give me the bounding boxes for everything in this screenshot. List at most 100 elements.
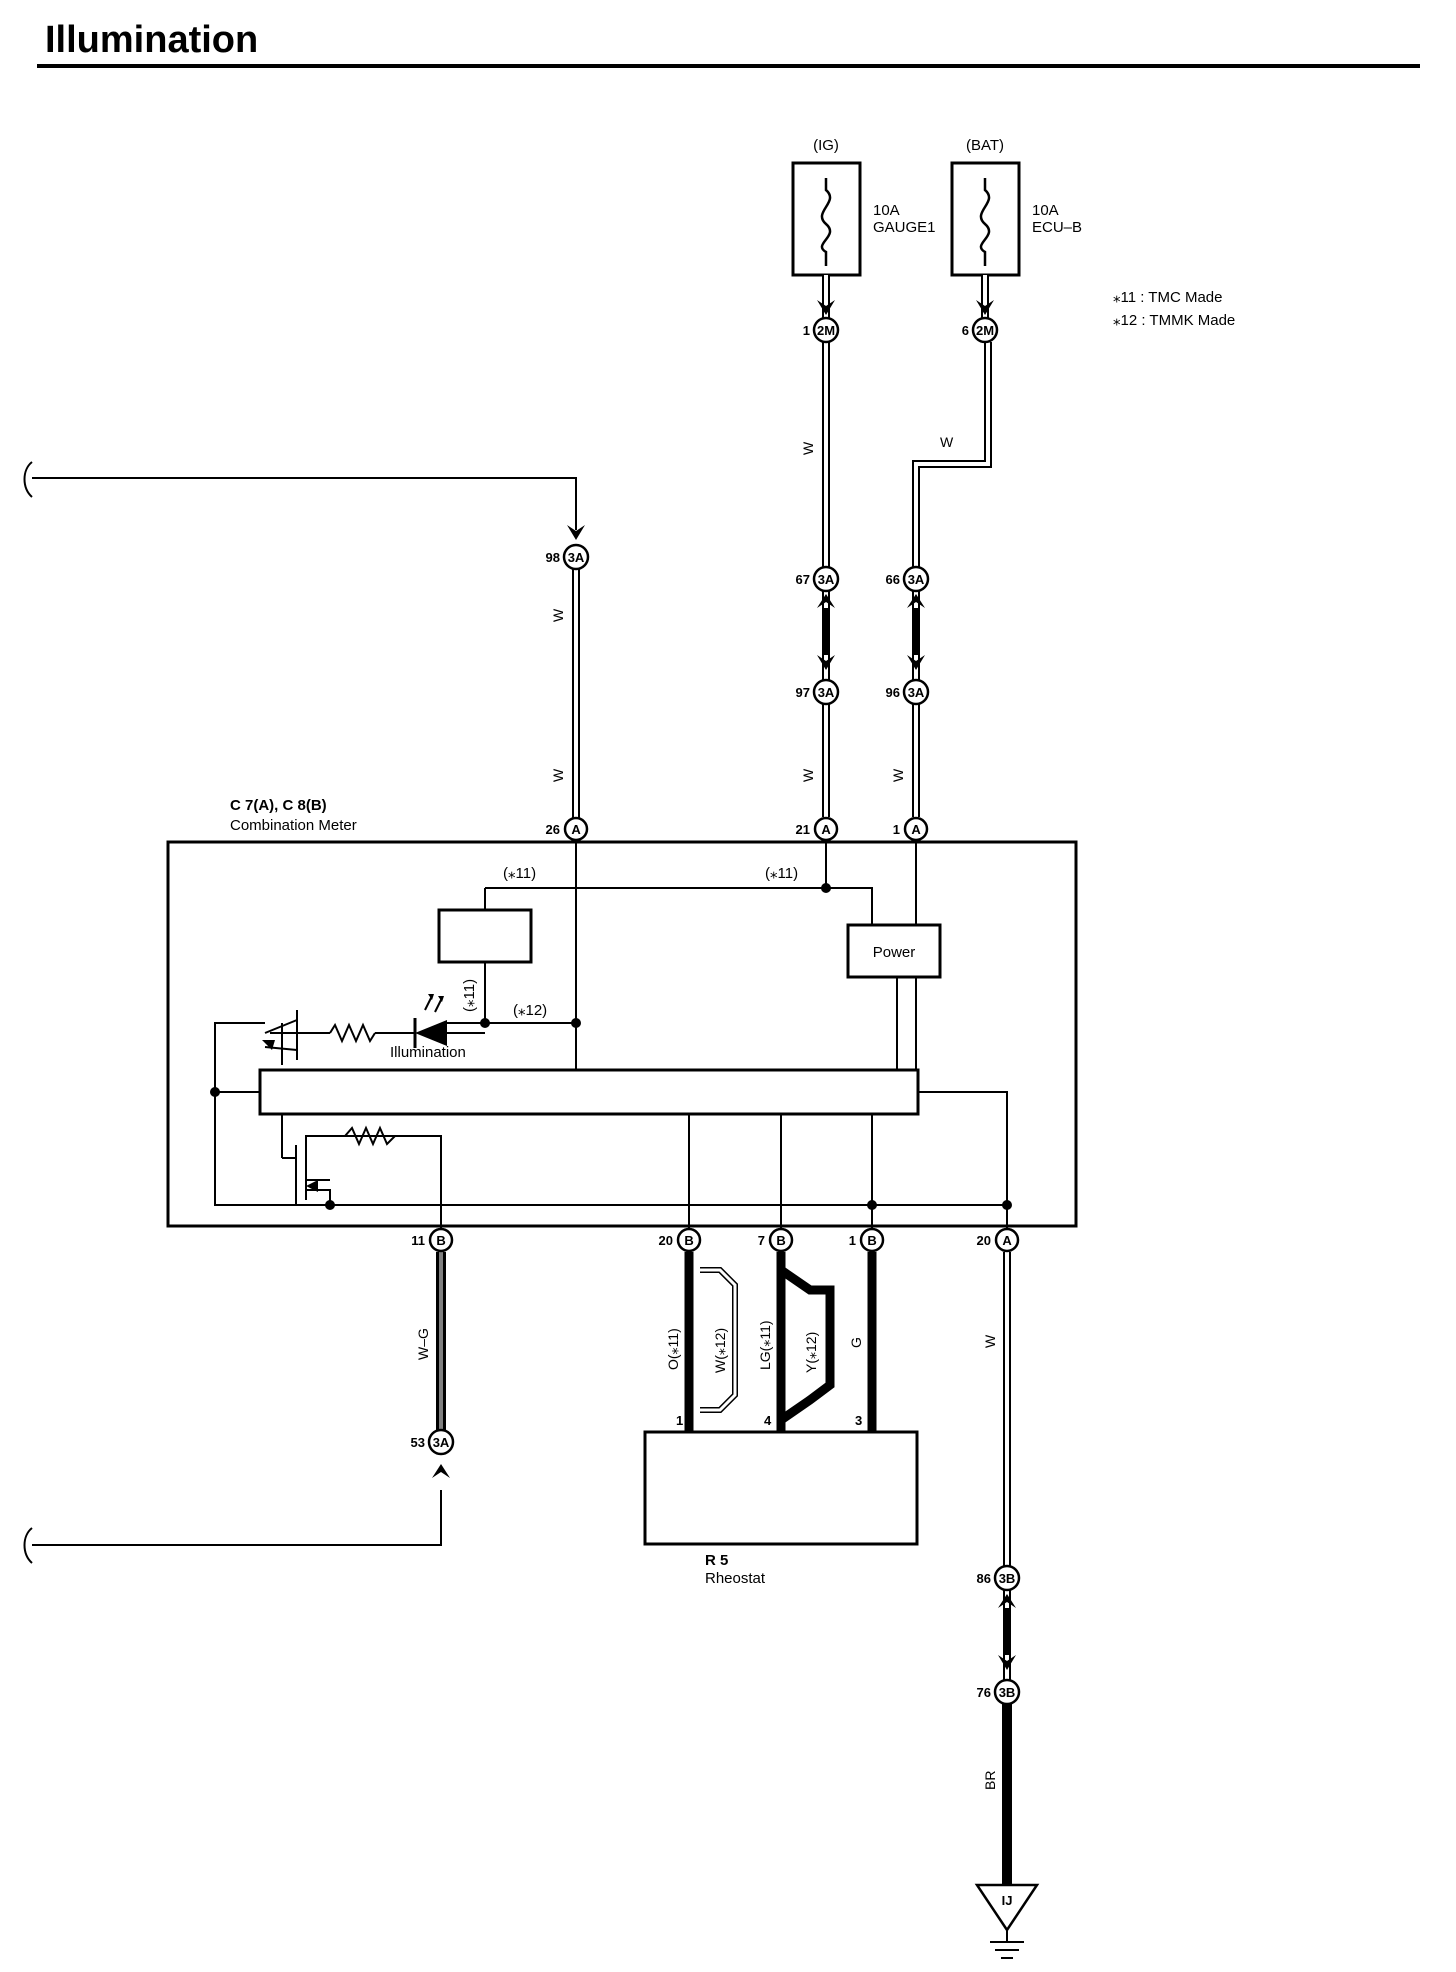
junction-dots: [210, 883, 1012, 1210]
fuse-ecu-b-source: (BAT): [966, 137, 1004, 154]
wire-label-4: W: [550, 768, 566, 782]
connector-c17: 3B 86: [977, 1564, 1021, 1592]
fuse-gauge1-element: [820, 178, 832, 266]
connector-c14: B 1: [849, 1227, 885, 1253]
resistor-1: [329, 1022, 376, 1044]
wire-label-7: W–G: [415, 1328, 431, 1360]
svg-text:A: A: [571, 822, 581, 837]
meter-controller-bar: [258, 1068, 920, 1116]
fuse-ecu-b-element: [979, 178, 991, 266]
wire-label-3: W: [550, 608, 566, 622]
connector-c5: 3A 66: [886, 565, 930, 593]
svg-text:76: 76: [977, 1685, 991, 1700]
fuse-ecu-b-amp: 10A: [1032, 202, 1059, 219]
meter-power-box: [846, 923, 942, 979]
svg-text:20: 20: [659, 1233, 673, 1248]
wires-thick: [684, 1252, 1012, 1895]
svg-text:26: 26: [546, 822, 560, 837]
svg-text:3B: 3B: [999, 1571, 1016, 1586]
svg-text:7: 7: [758, 1233, 765, 1248]
wire-label-8: O(⁎11): [665, 1328, 681, 1370]
ground-id: IJ: [1002, 1893, 1013, 1908]
connector-c18: 3B 76: [977, 1678, 1021, 1706]
svg-text:20: 20: [977, 1233, 991, 1248]
connectors: 2M 1 2M 6 3A 98 3A 67 3A 66 3A 97: [411, 316, 1021, 1706]
connector-c13: B 7: [758, 1227, 794, 1253]
svg-text:2M: 2M: [976, 323, 994, 338]
fuse-gauge1-source: (IG): [813, 137, 839, 154]
wire-label-13: W: [982, 1334, 998, 1348]
svg-text:1: 1: [803, 323, 810, 338]
meter-relay-box: [437, 908, 533, 964]
svg-text:A: A: [911, 822, 921, 837]
note-tmc: ⁎11 : TMC Made: [1113, 289, 1222, 306]
combination-meter: C 7(A), C 8(B) Combination Meter: [166, 797, 1078, 1240]
resistor-2: [344, 1125, 441, 1147]
fuse-gauge1: (IG) 10A GAUGE1: [791, 137, 936, 277]
connector-c9: A 21: [796, 816, 839, 842]
svg-text:97: 97: [796, 685, 810, 700]
meter-note-11-vertical: (⁎11): [461, 979, 478, 1012]
connector-c7: 3A 96: [886, 678, 930, 706]
svg-text:2M: 2M: [817, 323, 835, 338]
wire-label-6: W: [890, 768, 906, 782]
svg-text:3B: 3B: [999, 1685, 1016, 1700]
svg-text:53: 53: [411, 1435, 425, 1450]
ground-triangle: [974, 1883, 1040, 1933]
svg-text:1: 1: [893, 822, 900, 837]
wire-label-11: Y(⁎12): [803, 1332, 819, 1373]
connector-c11: B 11: [411, 1227, 454, 1253]
meter-power-label: Power: [873, 944, 916, 961]
svg-text:B: B: [436, 1233, 445, 1248]
svg-text:1: 1: [849, 1233, 856, 1248]
illumination-label: Illumination: [390, 1044, 466, 1061]
connector-c10: A 1: [893, 816, 929, 842]
svg-text:98: 98: [546, 550, 560, 565]
svg-text:3A: 3A: [818, 685, 835, 700]
wire-label-14: BR: [982, 1771, 998, 1790]
rheostat-pin-1: 1: [676, 1413, 683, 1428]
svg-text:6: 6: [962, 323, 969, 338]
connector-c6: 3A 97: [796, 678, 840, 706]
svg-text:66: 66: [886, 572, 900, 587]
meter-note-11-right: (⁎11): [765, 865, 798, 882]
svg-text:3A: 3A: [908, 685, 925, 700]
wire-label-5: W: [800, 768, 816, 782]
connector-c4: 3A 67: [796, 565, 840, 593]
rheostat-code: R 5: [705, 1552, 728, 1569]
svg-text:3A: 3A: [433, 1435, 450, 1450]
wire-label-9: W(⁎12): [712, 1328, 728, 1373]
svg-text:3A: 3A: [908, 572, 925, 587]
rheostat-name: Rheostat: [705, 1570, 766, 1587]
fuse-gauge1-name: GAUGE1: [873, 219, 936, 236]
svg-text:3A: 3A: [568, 550, 585, 565]
connector-c2: 2M 6: [962, 316, 999, 344]
connector-c1: 2M 1: [803, 316, 840, 344]
connector-c3: 3A 98: [546, 543, 590, 571]
rheostat: 1 4 3 R 5 Rheostat: [643, 1413, 919, 1587]
wire-label-10: LG(⁎11): [757, 1320, 773, 1370]
fuse-ecu-b-name: ECU–B: [1032, 219, 1082, 236]
meter-note-11-left: (⁎11): [503, 865, 536, 882]
svg-text:96: 96: [886, 685, 900, 700]
led-icon: [413, 994, 447, 1048]
connector-c8: A 26: [546, 816, 589, 842]
ground-ij: IJ: [974, 1883, 1040, 1959]
svg-text:67: 67: [796, 572, 810, 587]
wire-label-1: W: [800, 441, 816, 455]
connector-c15: A 20: [977, 1227, 1020, 1253]
svg-text:86: 86: [977, 1571, 991, 1586]
rheostat-box: [643, 1430, 919, 1546]
title-rule: [37, 64, 1420, 68]
page-title: Illumination: [45, 19, 258, 61]
wires-single: [23, 461, 577, 1564]
meter-code: C 7(A), C 8(B): [230, 797, 327, 814]
note-tmmk: ⁎12 : TMMK Made: [1113, 312, 1235, 329]
svg-text:B: B: [867, 1233, 876, 1248]
svg-text:A: A: [821, 822, 831, 837]
connector-c16: 3A 53: [411, 1428, 455, 1456]
svg-text:B: B: [776, 1233, 785, 1248]
svg-text:3A: 3A: [818, 572, 835, 587]
wire-label-2: W: [940, 434, 954, 450]
